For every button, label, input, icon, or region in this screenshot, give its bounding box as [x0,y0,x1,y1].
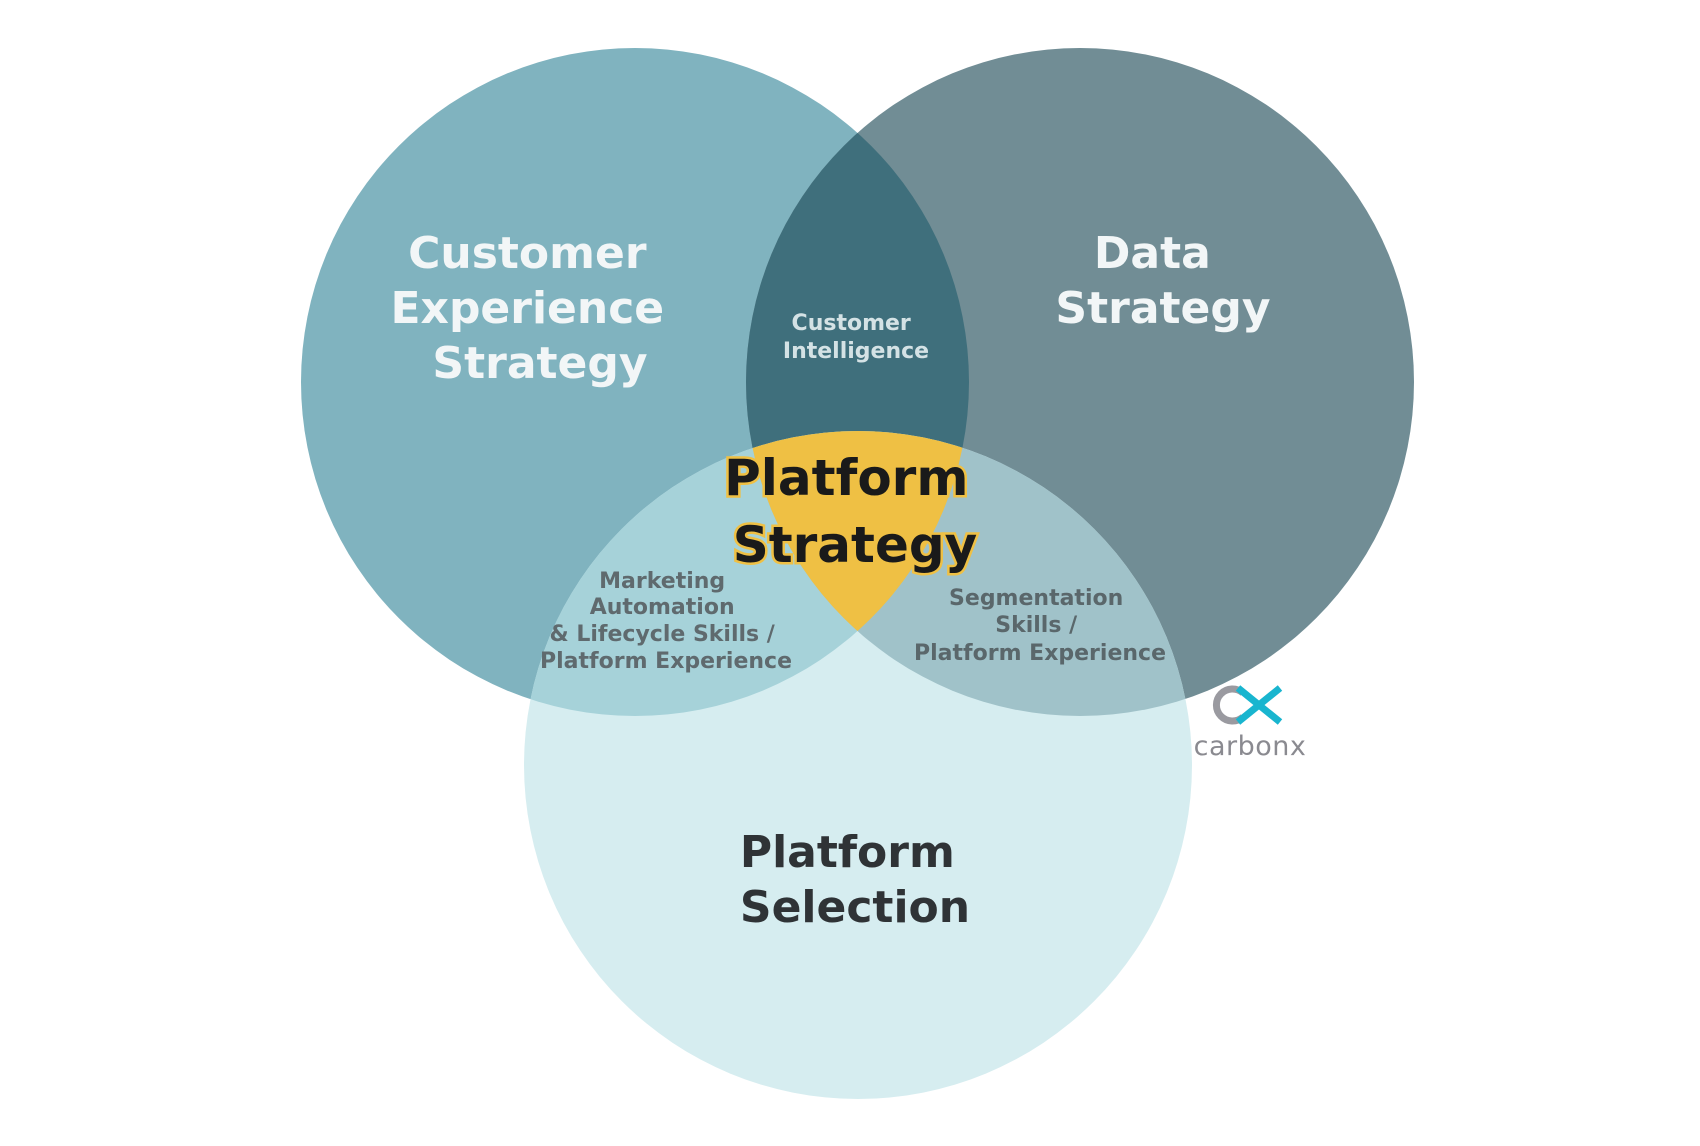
logo-c-mark [1212,685,1246,725]
customer-experience-label: Customer Experience Strategy [391,228,680,389]
data-strategy-line-2: Strategy [1055,283,1270,334]
platform-selection-line-1: Platform [740,827,955,878]
customer-intelligence-line-2: Intelligence [783,339,929,364]
marketing-automation-line-3: & Lifecycle Skills / [550,622,776,647]
segmentation-line-1: Segmentation [949,586,1123,611]
platform-selection-line-2: Selection [740,882,970,933]
platform-strategy-line-2: Strategy [733,516,978,574]
platform-strategy-label: Platform Strategy [724,449,986,574]
customer-intelligence-line-1: Customer [792,311,911,336]
segmentation-line-2: Skills / [995,613,1078,638]
marketing-automation-line-2: Automation [590,595,735,620]
segmentation-label: Segmentation Skills / Platform Experienc… [914,586,1166,666]
marketing-automation-label: Marketing Automation & Lifecycle Skills … [540,569,792,674]
marketing-automation-line-4: Platform Experience [540,649,792,674]
customer-experience-line-1: Customer [408,228,647,279]
data-strategy-label: Data Strategy [1055,228,1270,334]
carbonx-logo: carbonx [1194,685,1307,762]
logo-wordmark: carbonx [1194,731,1307,762]
marketing-automation-overlap [524,431,969,716]
platform-strategy-line-1: Platform [724,449,968,507]
data-strategy-line-1: Data [1094,228,1211,279]
segmentation-line-3: Platform Experience [914,641,1166,666]
customer-intelligence-label: Customer Intelligence [783,311,929,364]
customer-experience-line-2: Experience [391,283,665,334]
segmentation-overlap [746,431,1192,716]
logo-x-mark [1235,685,1283,725]
marketing-automation-line-1: Marketing [599,569,725,594]
customer-experience-line-3: Strategy [432,338,647,389]
platform-selection-label: Platform Selection [740,827,970,933]
